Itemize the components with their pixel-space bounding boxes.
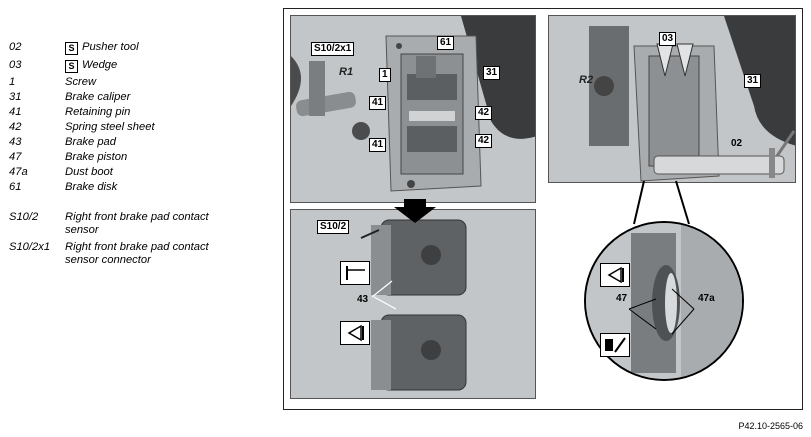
- legend: 02 S Pusher tool 03 S Wedge 1 Screw 31 Bra…: [0, 0, 270, 437]
- legend-desc: Right front brake pad contact: [65, 211, 209, 223]
- legend-code: 47: [9, 151, 22, 163]
- legend-code: 42: [9, 121, 22, 133]
- legend-code: 61: [9, 181, 22, 193]
- legend-code: 31: [9, 91, 22, 103]
- callout-47: 47: [616, 293, 628, 304]
- legend-desc: Brake caliper: [65, 91, 131, 103]
- legend-code: 03: [9, 59, 22, 71]
- legend-desc: Dust boot: [65, 166, 113, 178]
- callout-31: 31: [483, 66, 501, 80]
- brake-pads-drawing: [291, 210, 535, 398]
- legend-code: 02: [9, 41, 22, 53]
- pad-orientation-symbol-icon: [340, 321, 370, 345]
- callout-02: 02: [731, 138, 743, 149]
- position-tag-r1: R1: [339, 66, 354, 78]
- legend-desc: S Wedge: [65, 59, 117, 73]
- legend-code: 43: [9, 136, 22, 148]
- callout-31: 31: [744, 74, 762, 88]
- legend-desc: Brake piston: [65, 151, 128, 163]
- legend-desc: Right front brake pad contact: [65, 241, 209, 253]
- legend-desc: Spring steel sheet: [65, 121, 155, 133]
- legend-desc-text: Pusher tool: [82, 41, 139, 53]
- legend-code: 41: [9, 106, 22, 118]
- callout-42-lower: 42: [475, 134, 493, 148]
- position-tag-r2: R2: [579, 74, 594, 86]
- pad-wear-symbol-icon: [340, 261, 370, 285]
- callout-61: 61: [437, 36, 455, 50]
- panel-caliper-mounted: S10/2x1 61 1 31 41 42 41 42 R1: [290, 15, 536, 203]
- callout-03: 03: [659, 32, 677, 46]
- callout-47a: 47a: [698, 293, 715, 304]
- legend-desc: Brake disk: [65, 181, 118, 193]
- legend-code: S10/2: [9, 211, 39, 223]
- callout-41-lower: 41: [369, 138, 387, 152]
- callout-s10-2x1: S10/2x1: [311, 42, 355, 56]
- callout-s10-2: S10/2: [317, 220, 350, 234]
- legend-desc: Brake pad: [65, 136, 116, 148]
- tool-icon: S: [65, 60, 78, 73]
- legend-desc-continued: sensor: [65, 224, 99, 236]
- legend-code: S10/2x1: [9, 241, 51, 253]
- detail-piston-drawing: [586, 223, 742, 379]
- callout-43: 43: [357, 294, 369, 305]
- legend-desc-text: Wedge: [82, 59, 118, 71]
- panel-pushing-piston: 03 31 02 R2: [548, 15, 796, 183]
- legend-desc: Retaining pin: [65, 106, 131, 118]
- legend-desc-continued: sensor connector: [65, 254, 151, 266]
- document-reference-number: P42.10-2565-06: [738, 421, 803, 431]
- tool-icon: S: [65, 42, 78, 55]
- legend-desc: Screw: [65, 76, 97, 88]
- detail-piston-circle: 47 47a: [584, 221, 744, 381]
- legend-desc: S Pusher tool: [65, 41, 139, 55]
- piston-symbol-icon: [600, 263, 630, 287]
- caliper-mounted-drawing: [291, 16, 535, 202]
- legend-code: 1: [9, 76, 16, 88]
- callout-41-upper: 41: [369, 96, 387, 110]
- callout-1: 1: [379, 68, 391, 82]
- panel-brake-pads: S10/2 43: [290, 209, 536, 399]
- callout-42-upper: 42: [475, 106, 493, 120]
- tool-wedge-symbol-icon: [600, 333, 630, 357]
- figure-frame: S10/2x1 61 1 31 41 42 41 42 R1 03 31 02 …: [283, 8, 803, 410]
- legend-code: 47a: [9, 166, 28, 178]
